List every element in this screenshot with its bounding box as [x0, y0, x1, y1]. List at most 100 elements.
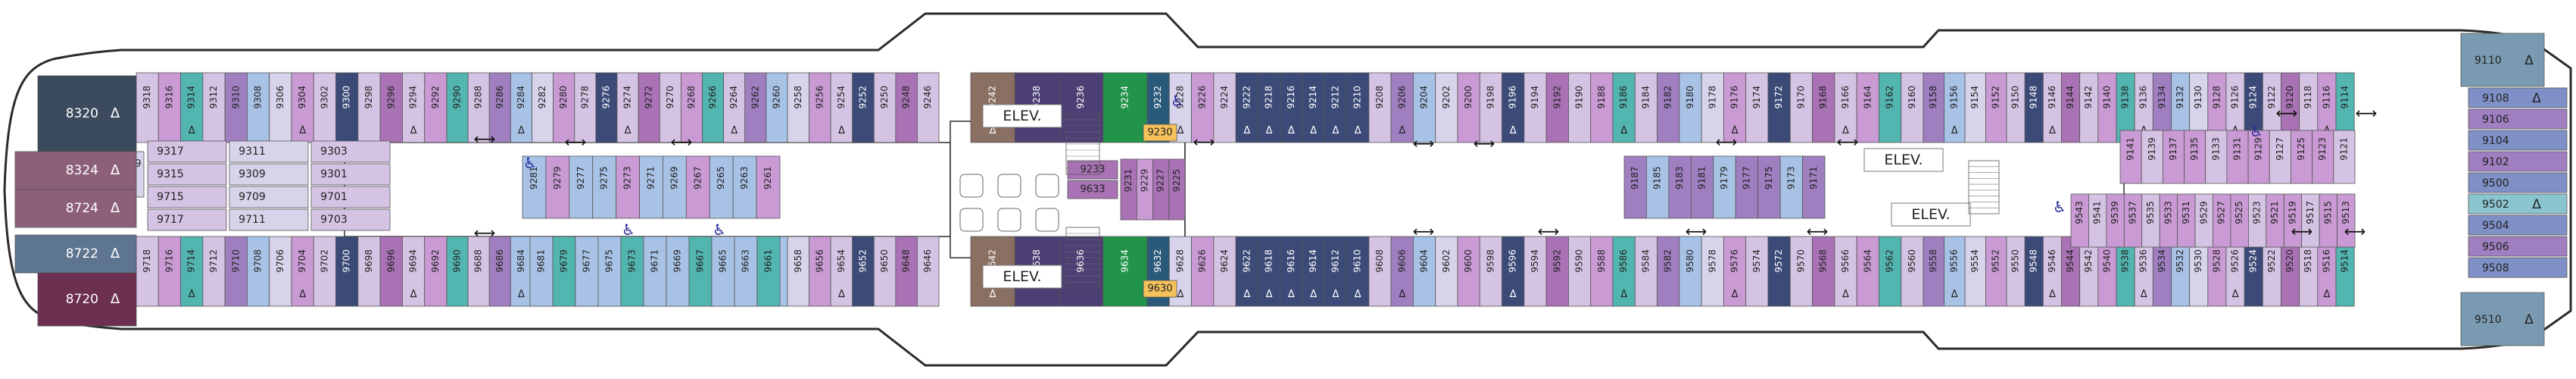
cabin-9539[interactable]: 9539: [2106, 193, 2125, 248]
cabin-9308[interactable]: 9308: [247, 72, 270, 143]
cabin-9273[interactable]: 9273: [616, 155, 640, 219]
cabin-9708[interactable]: 9708: [247, 236, 270, 307]
cabin-9252[interactable]: 9252: [852, 72, 875, 143]
cabin-9712[interactable]: 9712: [202, 236, 226, 307]
cabin-9709[interactable]: 9709: [229, 186, 309, 208]
cabin-9706[interactable]: 9706: [269, 236, 292, 307]
cabin-9692[interactable]: 9692: [424, 236, 448, 307]
cabin-9602[interactable]: 9602: [1435, 236, 1458, 307]
cabin-9592[interactable]: 9592: [1545, 236, 1569, 307]
cabin-9298[interactable]: 9298: [357, 72, 381, 143]
cabin-9188[interactable]: 9188: [1590, 72, 1614, 143]
cabin-9590[interactable]: 9590: [1568, 236, 1592, 307]
cabin-9301[interactable]: 9301: [310, 163, 391, 186]
cabin-9269[interactable]: 9269: [663, 155, 687, 219]
cabin-9281[interactable]: 9281: [522, 155, 547, 219]
cabin-9141[interactable]: 9141: [2119, 130, 2142, 184]
cabin-9702[interactable]: 9702: [313, 236, 336, 307]
cabin-9125[interactable]: 9125: [2291, 130, 2313, 184]
cabin-9550[interactable]: 9550: [2006, 236, 2026, 307]
cabin-9564[interactable]: 9564: [1856, 236, 1879, 307]
cabin-9315[interactable]: 9315: [147, 163, 227, 186]
cabin-9303[interactable]: 9303: [310, 140, 391, 163]
cabin-9246[interactable]: 9246: [917, 72, 940, 143]
cabin-9570[interactable]: 9570: [1789, 236, 1813, 307]
cabin-9636[interactable]: 9636: [1059, 236, 1104, 307]
cabin-9648[interactable]: 9648: [895, 236, 918, 307]
cabin-9175[interactable]: 9175: [1757, 155, 1781, 219]
cabin-9187[interactable]: 9187: [1623, 155, 1647, 219]
cabin-9280[interactable]: 9280: [553, 72, 575, 143]
cabin-9690[interactable]: 9690: [446, 236, 469, 307]
cabin-9534[interactable]: 9534: [2152, 236, 2172, 307]
cabin-9696[interactable]: 9696: [379, 236, 403, 307]
cabin-9580[interactable]: 9580: [1679, 236, 1702, 307]
cabin-9137[interactable]: 9137: [2162, 130, 2185, 184]
cabin-9102[interactable]: 9102: [2468, 151, 2568, 172]
cabin-9514[interactable]: 9514: [2335, 236, 2355, 307]
cabin-9139[interactable]: 9139: [2141, 130, 2163, 184]
cabin-9276[interactable]: 9276: [595, 72, 618, 143]
cabin-9508[interactable]: 9508: [2468, 257, 2568, 278]
cabin-9142[interactable]: 9142: [2079, 72, 2099, 143]
cabin-9135[interactable]: 9135: [2184, 130, 2206, 184]
cabin-9673[interactable]: 9673: [620, 236, 644, 307]
cabin-9525[interactable]: 9525: [2230, 193, 2249, 248]
cabin-9541[interactable]: 9541: [2088, 193, 2107, 248]
cabin-9608[interactable]: 9608: [1368, 236, 1392, 307]
cabin-9121[interactable]: 9121: [2333, 130, 2356, 184]
cabin-9582[interactable]: 9582: [1657, 236, 1680, 307]
cabin-9663[interactable]: 9663: [734, 236, 758, 307]
cabin-9277[interactable]: 9277: [569, 155, 594, 219]
cabin-9523[interactable]: 9523: [2247, 193, 2267, 248]
cabin-9506[interactable]: 9506: [2468, 236, 2568, 257]
cabin-9604[interactable]: 9604: [1413, 236, 1436, 307]
cabin-9309[interactable]: 9309: [229, 163, 309, 186]
cabin-9204[interactable]: 9204: [1413, 72, 1436, 143]
cabin-9661[interactable]: 9661: [756, 236, 781, 307]
cabin-9173[interactable]: 9173: [1779, 155, 1803, 219]
cabin-9182[interactable]: 9182: [1657, 72, 1680, 143]
cabin-9650[interactable]: 9650: [873, 236, 897, 307]
cabin-9533[interactable]: 9533: [2159, 193, 2178, 248]
cabin-9717[interactable]: 9717: [147, 208, 227, 231]
cabin-9194[interactable]: 9194: [1523, 72, 1547, 143]
cabin-9270[interactable]: 9270: [659, 72, 681, 143]
cabin-9633[interactable]: 9633: [1067, 180, 1118, 199]
cabin-9311[interactable]: 9311: [229, 140, 309, 163]
cabin-9184[interactable]: 9184: [1634, 72, 1658, 143]
cabin-9530[interactable]: 9530: [2189, 236, 2209, 307]
cabin-9521[interactable]: 9521: [2266, 193, 2284, 248]
cabin-9234[interactable]: 9234: [1102, 72, 1148, 143]
cabin-9170[interactable]: 9170: [1789, 72, 1813, 143]
cabin-9316[interactable]: 9316: [157, 72, 181, 143]
cabin-9710[interactable]: 9710: [224, 236, 248, 307]
cabin-9588[interactable]: 9588: [1590, 236, 1614, 307]
cabin-9296[interactable]: 9296: [379, 72, 403, 143]
cabin-9718[interactable]: 9718: [136, 236, 159, 307]
cabin-9292[interactable]: 9292: [424, 72, 448, 143]
cabin-9106[interactable]: 9106: [2468, 108, 2568, 130]
cabin-9558[interactable]: 9558: [1923, 236, 1944, 307]
cabin-9140[interactable]: 9140: [2097, 72, 2117, 143]
